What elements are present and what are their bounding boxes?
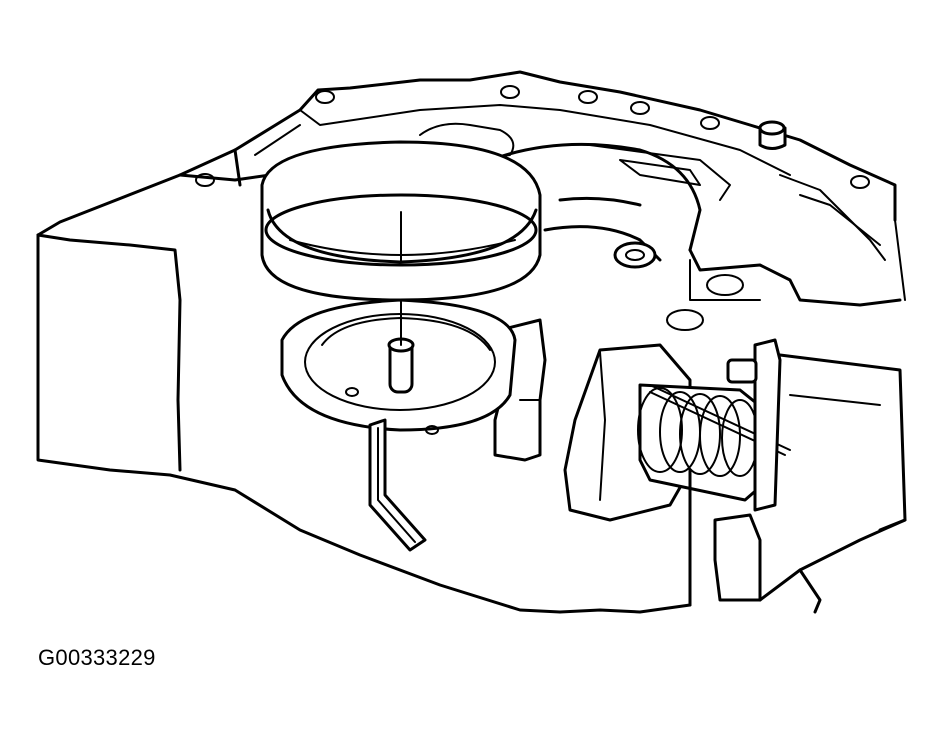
figure-id-label: G00333229: [38, 645, 156, 670]
piston-cup: [280, 298, 517, 435]
case-bore-and-webbing: [419, 122, 902, 331]
servo-assembly: [563, 338, 907, 607]
transmission-case: [36, 70, 897, 614]
brake-band: [260, 140, 542, 302]
anchor-strut: [368, 418, 427, 552]
case-lower-edge: [558, 219, 906, 614]
